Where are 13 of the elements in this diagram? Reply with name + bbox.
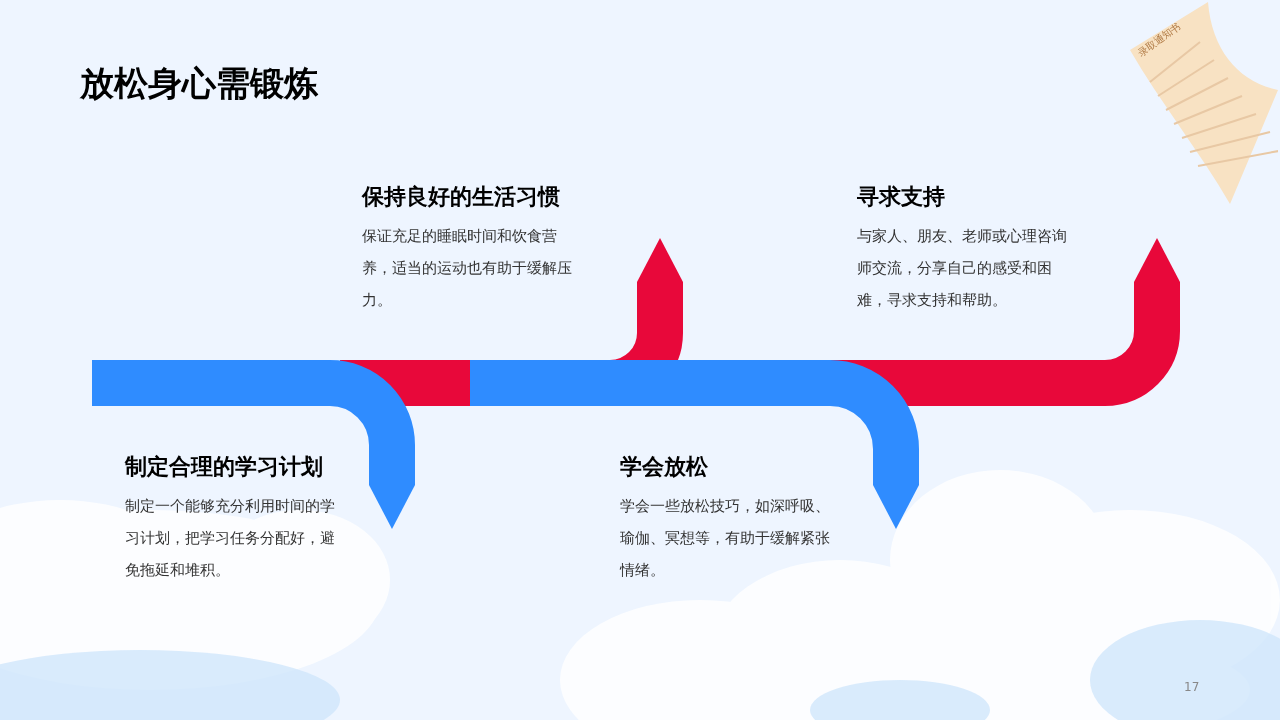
step-description: 与家人、朋友、老师或心理咨询师交流，分享自己的感受和困难，寻求支持和帮助。 <box>857 226 1068 311</box>
step-heading: 制定合理的学习计划 <box>125 453 324 481</box>
title: 放松身心需锻炼 <box>80 62 318 105</box>
ribbon-arrow <box>470 360 919 529</box>
step-description: 保证充足的睡眠时间和饮食营养，适当的运动也有助于缓解压力。 <box>362 226 573 311</box>
ribbon-arrow <box>92 360 415 529</box>
step-heading: 寻求支持 <box>857 183 946 211</box>
paper-heading: 录取通知书 <box>1134 19 1184 60</box>
step-heading: 保持良好的生活习惯 <box>362 183 561 211</box>
step-heading: 学会放松 <box>620 453 709 481</box>
page-number: 17 <box>1184 679 1200 696</box>
step-description: 学会一些放松技巧，如深呼吸、瑜伽、冥想等，有助于缓解紧张情绪。 <box>620 496 831 581</box>
step-description: 制定一个能够充分利用时间的学习计划，把学习任务分配好，避免拖延和堆积。 <box>125 496 336 581</box>
